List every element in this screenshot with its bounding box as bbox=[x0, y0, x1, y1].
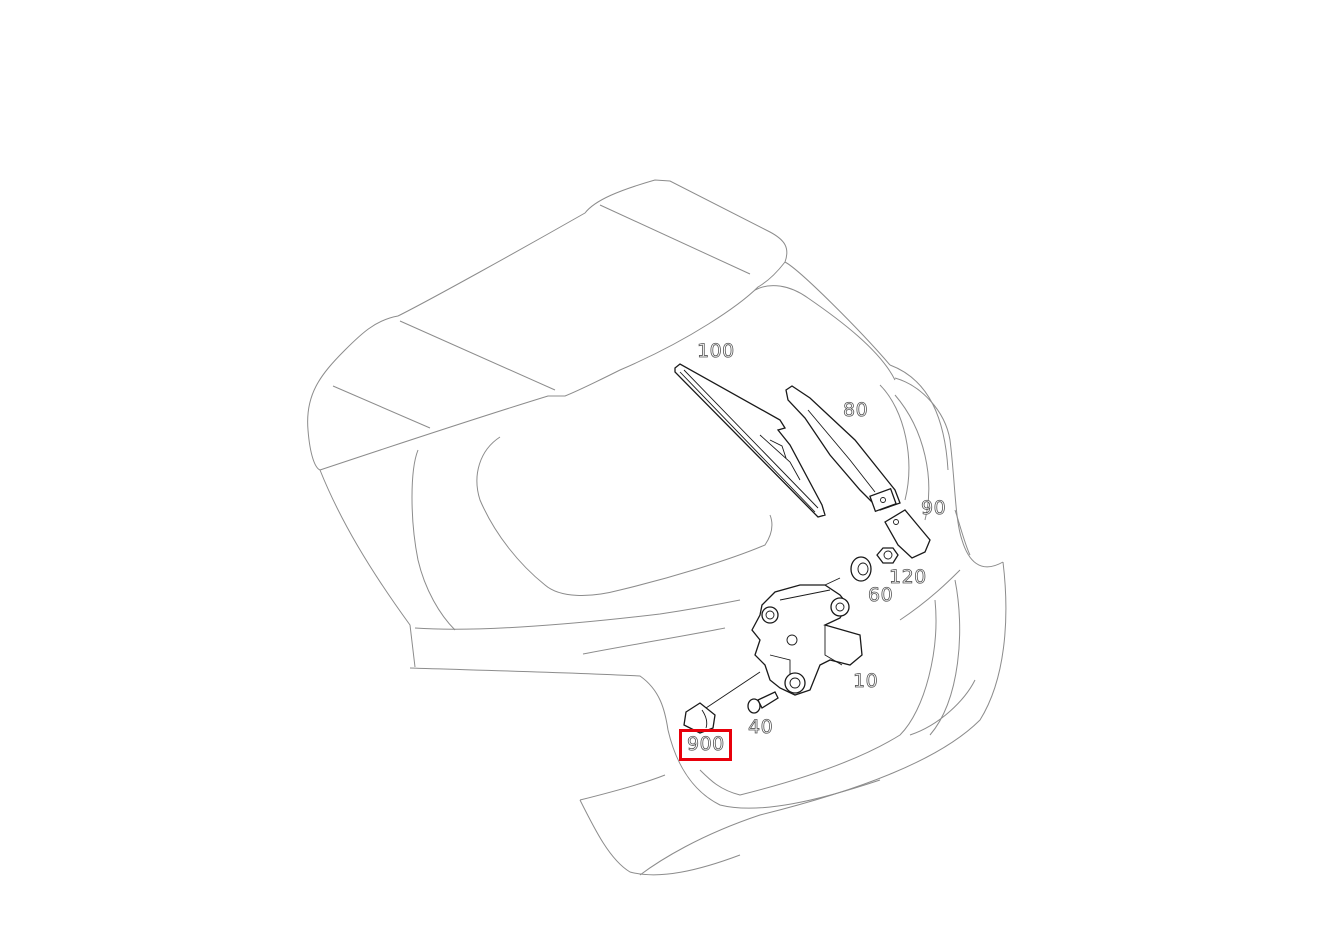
wiper-blade-part-100[interactable] bbox=[674, 363, 826, 518]
arm-cap-part-90[interactable] bbox=[884, 509, 931, 559]
wiper-arm-part-80[interactable] bbox=[785, 385, 901, 513]
callout-10[interactable]: 10 bbox=[853, 670, 879, 692]
callout-40[interactable]: 40 bbox=[748, 716, 774, 738]
bolt-part-40[interactable] bbox=[747, 691, 779, 714]
connector-part-900[interactable] bbox=[683, 702, 716, 734]
grommet-part-60[interactable] bbox=[850, 556, 872, 582]
callout-120[interactable]: 120 bbox=[889, 566, 927, 588]
wiper-motor-part-10[interactable] bbox=[699, 577, 863, 713]
callout-60[interactable]: 60 bbox=[868, 584, 894, 606]
callout-100[interactable]: 100 bbox=[697, 340, 735, 362]
hex-nut-part-120[interactable] bbox=[876, 547, 899, 564]
callout-80[interactable]: 80 bbox=[843, 399, 869, 421]
tailgate-outline bbox=[307, 179, 1007, 876]
callout-900-highlighted[interactable]: 900 bbox=[679, 729, 732, 761]
callout-90[interactable]: 90 bbox=[921, 497, 947, 519]
